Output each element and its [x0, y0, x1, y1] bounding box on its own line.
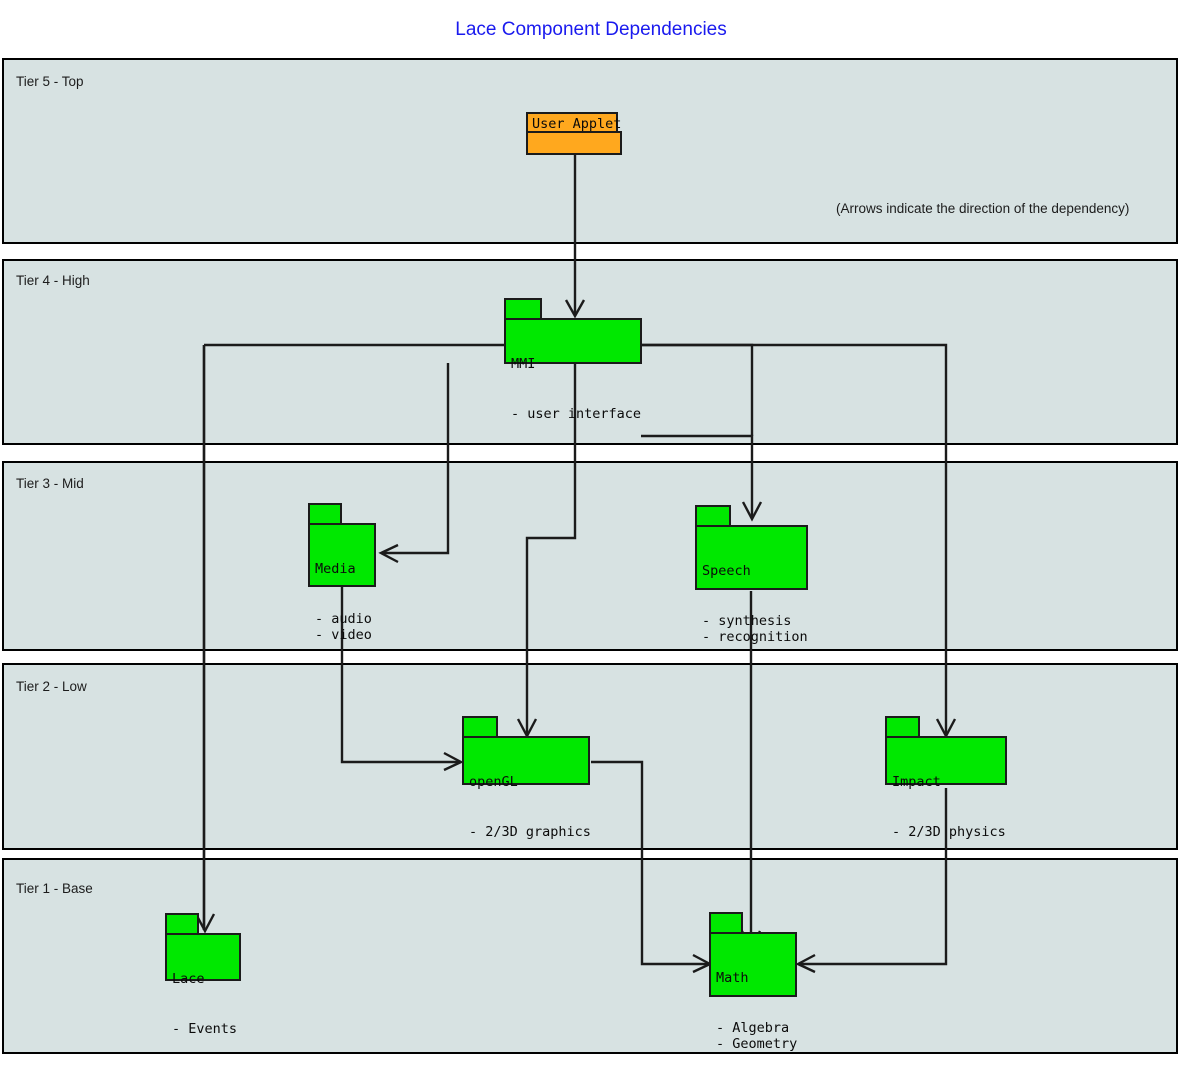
lace-tab — [165, 913, 199, 935]
edge-impact-to-math — [798, 788, 948, 966]
arrowhead-mmi-to-media — [378, 543, 399, 564]
math-body: Math - Algebra - Geometry — [709, 932, 797, 1052]
mmi-tab — [504, 298, 542, 320]
impact-title: Impact — [892, 774, 941, 790]
arrowhead-media-to-opengl — [443, 751, 464, 772]
edge-mmi-to-impact — [641, 343, 948, 735]
edge-mmi-to-media — [381, 363, 450, 555]
arrowhead-mmi-to-speech — [741, 501, 763, 522]
arrowhead-impact-to-math — [795, 953, 816, 974]
speech-items: - synthesis - recognition — [702, 612, 808, 646]
lace-body: Lace - Events — [165, 933, 241, 1037]
media-items: - audio - video — [315, 610, 372, 644]
node-media[interactable]: Media - audio - video — [308, 503, 376, 643]
impact-body: Impact - 2/3D physics — [885, 736, 1007, 840]
arrowhead-applet-to-mmi — [564, 299, 586, 319]
math-items: - Algebra - Geometry — [716, 1019, 798, 1053]
mmi-title: MMI — [511, 356, 536, 372]
speech-body: Speech - synthesis - recognition — [695, 525, 808, 645]
arrowhead-mmi-to-lace — [194, 913, 216, 934]
speech-title: Speech — [702, 563, 751, 579]
mmi-body: MMI - user interface — [504, 318, 642, 422]
tier-label-4: Tier 4 - High — [16, 273, 90, 288]
media-body: Media - audio - video — [308, 523, 376, 643]
lace-items: - Events — [172, 1020, 238, 1037]
tier-label-2: Tier 2 - Low — [16, 679, 87, 694]
diagram-canvas: Lace Component Dependencies Tier 5 - Top… — [2, 19, 1178, 1054]
tier-label-5: Tier 5 - Top — [16, 74, 84, 89]
page-title: Lace Component Dependencies — [455, 19, 727, 40]
media-title: Media — [315, 561, 356, 577]
impact-tab — [885, 716, 920, 738]
speech-tab — [695, 505, 731, 527]
edge-mmi-to-speech-b — [641, 434, 754, 518]
user-applet-label: User Applet — [526, 112, 621, 133]
node-user-applet[interactable]: User Applet — [526, 112, 622, 155]
node-impact[interactable]: Impact - 2/3D physics — [885, 716, 1007, 840]
edge-opengl-to-math — [591, 760, 710, 966]
opengl-title: openGL — [469, 774, 518, 790]
opengl-body: openGL - 2/3D graphics — [462, 736, 591, 840]
arrow-legend-note: (Arrows indicate the direction of the de… — [836, 201, 1130, 216]
mmi-items: - user interface — [511, 405, 642, 422]
node-mmi[interactable]: MMI - user interface — [504, 298, 642, 422]
math-title: Math — [716, 970, 749, 986]
user-applet-body — [526, 131, 622, 155]
opengl-items: - 2/3D graphics — [469, 823, 591, 840]
media-tab — [308, 503, 342, 525]
node-math[interactable]: Math - Algebra - Geometry — [709, 912, 797, 1052]
tier-label-3: Tier 3 - Mid — [16, 476, 84, 491]
edge-media-to-opengl — [340, 586, 461, 764]
tier-label-1: Tier 1 - Base — [16, 881, 93, 896]
opengl-tab — [462, 716, 498, 738]
node-lace[interactable]: Lace - Events — [165, 913, 241, 1037]
node-speech[interactable]: Speech - synthesis - recognition — [695, 505, 808, 645]
math-tab — [709, 912, 743, 934]
edge-mmi-to-opengl — [525, 363, 577, 735]
edge-mmi-to-speech — [641, 343, 754, 436]
connector-layer — [194, 155, 957, 974]
node-opengl[interactable]: openGL - 2/3D graphics — [462, 716, 591, 840]
tier-band-1 — [2, 858, 1178, 1054]
impact-items: - 2/3D physics — [892, 823, 1006, 840]
tier-band-3 — [2, 461, 1178, 651]
lace-title: Lace — [172, 971, 205, 987]
